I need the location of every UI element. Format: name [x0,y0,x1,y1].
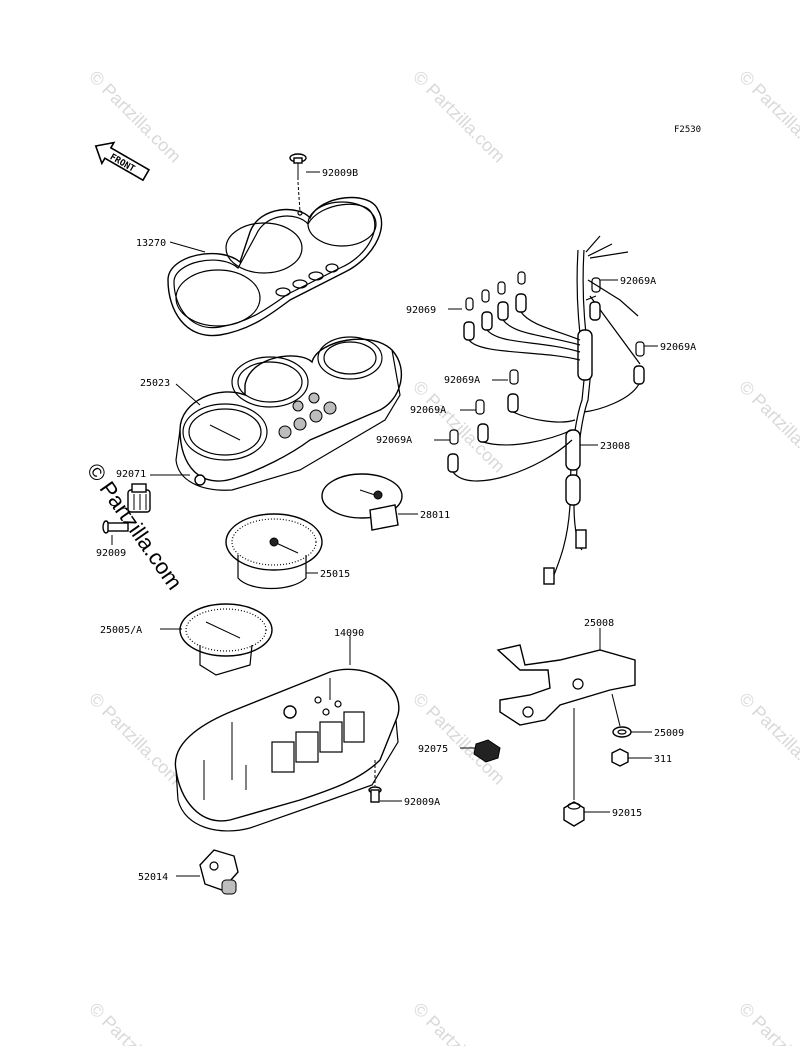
label-92009: 92009 [96,548,126,559]
part-23008 [543,235,641,585]
part-labels: 92009B 13270 25023 92071 92009 28011 250… [96,168,696,883]
watermark: © Partzilla.com [735,377,800,477]
label-52014: 52014 [138,872,168,883]
front-arrow-icon [94,141,151,182]
label-25005A: 25005/A [100,625,142,636]
part-92071 [127,474,190,513]
label-92069A: 92069A [660,342,696,353]
part-92069 [448,271,581,361]
label-92009B: 92009B [322,168,358,179]
label-311: 311 [654,754,672,765]
watermark: © Partzilla.com [735,999,800,1046]
watermark: © Partzilla.com [735,689,800,789]
watermark: © Partzilla.com [409,67,509,167]
part-25005A [160,603,273,676]
part-25023 [175,336,403,491]
watermarks: © Partzilla.com © Partzilla.com © Partzi… [82,67,800,1051]
part-92009B [289,153,320,213]
part-92015 [563,708,610,827]
label-28011: 28011 [420,510,450,521]
part-25015 [225,513,323,589]
label-92015: 92015 [612,808,642,819]
watermark: © Partzilla.com [409,689,509,789]
label-92069A: 92069A [444,375,480,386]
label-13270: 13270 [136,238,166,249]
label-25008: 25008 [584,618,614,629]
label-25015: 25015 [320,569,350,580]
label-92069A: 92069A [620,276,656,287]
label-92009A: 92009A [404,797,440,808]
watermark: © Partzilla.com [735,67,800,167]
part-14090 [174,635,400,832]
part-92069A-set [434,277,658,482]
part-92075 [460,739,501,763]
label-92071: 92071 [116,469,146,480]
label-14090: 14090 [334,628,364,639]
part-92009A [368,760,402,803]
label-92075: 92075 [418,744,448,755]
part-92009 [102,520,129,545]
figure-code: F2530 [674,125,701,135]
watermark: © Partzilla.com [409,377,509,477]
label-23008: 23008 [600,441,630,452]
label-25009: 25009 [654,728,684,739]
label-92069A: 92069A [376,435,412,446]
part-13270 [167,196,383,337]
part-311 [611,748,652,767]
part-52014 [176,849,239,895]
watermark: © Partzilla.com [85,689,185,789]
part-25008 [496,628,636,726]
watermark: © Partzilla.com [409,999,509,1046]
label-25023: 25023 [140,378,170,389]
label-92069: 92069 [406,305,436,316]
part-28011 [321,473,418,531]
watermark: © Partzilla.com [85,999,185,1046]
front-arrow: FRONT [94,141,151,182]
part-25009 [611,693,652,738]
label-92069A: 92069A [410,405,446,416]
